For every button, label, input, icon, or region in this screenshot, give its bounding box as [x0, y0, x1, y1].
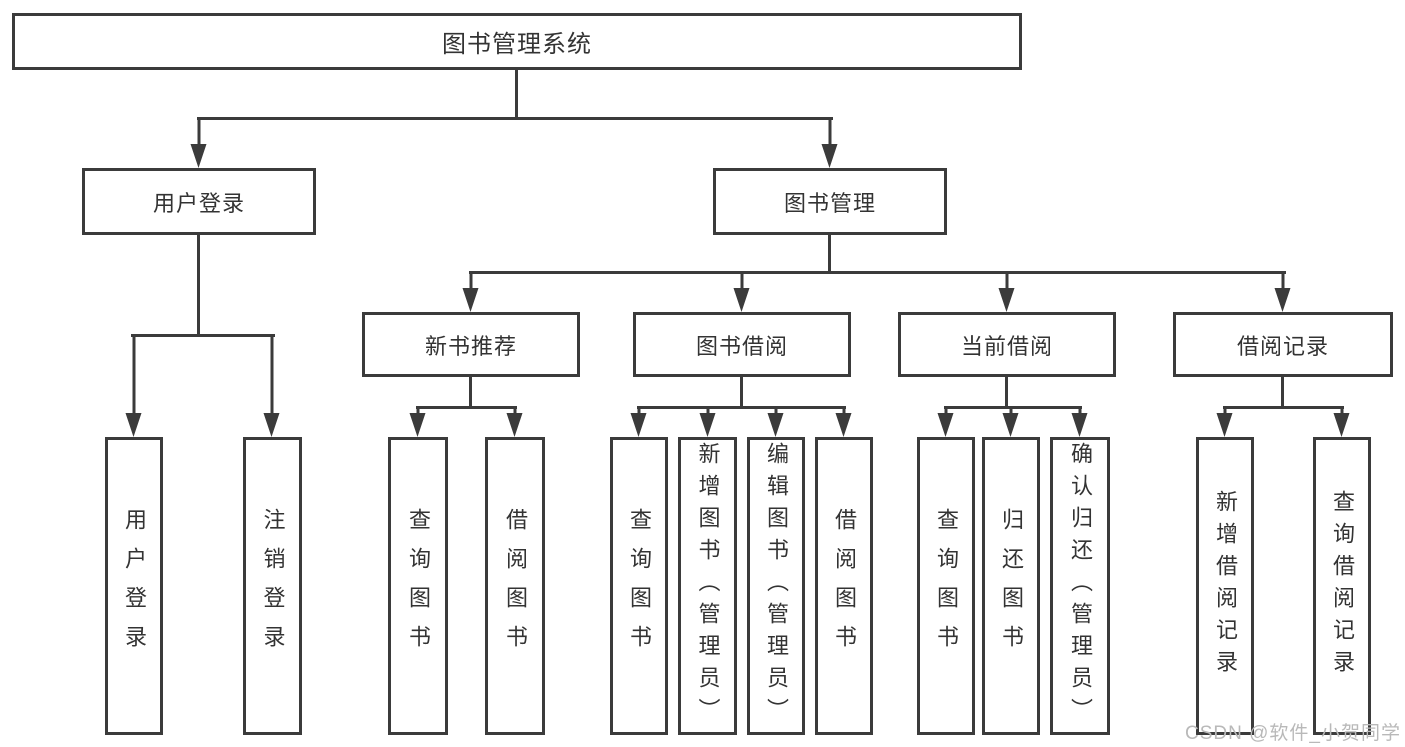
node-book-management: 图书管理 — [713, 168, 947, 235]
arrow-records-query-record — [1333, 407, 1351, 437]
arrow-current-query-books — [937, 407, 955, 437]
leaf-borrow-edit-books-admin: 编辑图书（管理员） — [747, 437, 805, 735]
arrow-borrow-edit-books — [767, 407, 785, 437]
node-book-borrow-label: 图书借阅 — [695, 333, 788, 359]
leaf-borrow-add-books-admin: 新增图书（管理员） — [678, 437, 737, 735]
leaf-current-query-books-label: 查询图书 — [934, 508, 959, 664]
leaf-logout: 注销登录 — [243, 437, 302, 735]
connector-borrow-stem — [740, 377, 743, 408]
node-library-management-system: 图书管理系统 — [12, 13, 1022, 70]
connector-root-branch — [197, 117, 833, 120]
leaf-current-return-books-label: 归还图书 — [999, 508, 1024, 664]
node-book-borrow: 图书借阅 — [633, 312, 851, 377]
leaf-current-return-books: 归还图书 — [982, 437, 1040, 735]
connector-records-branch — [1223, 406, 1344, 409]
arrow-to-leaf-user-login — [125, 336, 143, 437]
node-library-management-system-label: 图书管理系统 — [442, 31, 592, 58]
connector-current-branch — [944, 406, 1082, 409]
leaf-borrow-query-books: 查询图书 — [610, 437, 668, 735]
leaf-user-login: 用户登录 — [105, 437, 163, 735]
csdn-watermark: CSDN @软件_小贺同学 — [1185, 723, 1401, 744]
arrow-borrow-query-books — [630, 407, 648, 437]
node-new-book-recommend: 新书推荐 — [362, 312, 580, 377]
arrow-to-user-login — [190, 118, 208, 168]
leaf-current-confirm-return-admin: 确认归还（管理员） — [1050, 437, 1110, 735]
leaf-borrow-borrow-books: 借阅图书 — [815, 437, 873, 735]
connector-login-branch — [131, 334, 275, 337]
leaf-newrec-borrow-books: 借阅图书 — [485, 437, 545, 735]
leaf-records-add-record-label: 新增借阅记录 — [1213, 490, 1238, 682]
connector-borrow-branch — [637, 406, 846, 409]
connector-current-stem — [1005, 377, 1008, 408]
leaf-borrow-query-books-label: 查询图书 — [627, 508, 652, 664]
arrow-records-add-record — [1216, 407, 1234, 437]
connector-root-stem — [515, 70, 518, 118]
leaf-current-query-books: 查询图书 — [917, 437, 975, 735]
connector-newrec-stem — [469, 377, 472, 408]
node-borrow-records-label: 借阅记录 — [1236, 333, 1329, 359]
arrow-borrow-borrow-books — [835, 407, 853, 437]
leaf-records-query-record: 查询借阅记录 — [1313, 437, 1371, 735]
arrow-to-new-book-recommend — [462, 272, 480, 312]
connector-records-stem — [1281, 377, 1284, 408]
node-user-login-label: 用户登录 — [152, 190, 245, 216]
arrow-borrow-add-books — [699, 407, 717, 437]
node-user-login: 用户登录 — [82, 168, 316, 235]
leaf-records-query-record-label: 查询借阅记录 — [1330, 490, 1355, 682]
arrow-to-book-borrow — [733, 272, 751, 312]
node-current-borrow: 当前借阅 — [898, 312, 1116, 377]
node-borrow-records: 借阅记录 — [1173, 312, 1393, 377]
node-current-borrow-label: 当前借阅 — [960, 333, 1053, 359]
arrow-current-return-books — [1002, 407, 1020, 437]
leaf-logout-label: 注销登录 — [260, 508, 286, 664]
arrow-current-confirm-return — [1071, 407, 1089, 437]
leaf-newrec-query-books: 查询图书 — [388, 437, 448, 735]
connector-manage-branch — [469, 271, 1286, 274]
arrow-to-leaf-logout — [263, 336, 281, 437]
arrow-to-current-borrow — [998, 272, 1016, 312]
node-book-management-label: 图书管理 — [783, 190, 876, 216]
leaf-current-confirm-return-admin-label: 确认归还（管理员） — [1068, 442, 1093, 730]
leaf-borrow-add-books-admin-label: 新增图书（管理员） — [695, 442, 721, 730]
arrow-newrec-borrow-books — [506, 407, 524, 437]
leaf-records-add-record: 新增借阅记录 — [1196, 437, 1254, 735]
leaf-borrow-borrow-books-label: 借阅图书 — [832, 508, 857, 664]
leaf-newrec-borrow-books-label: 借阅图书 — [503, 508, 528, 664]
leaf-borrow-edit-books-admin-label: 编辑图书（管理员） — [764, 442, 789, 730]
leaf-user-login-label: 用户登录 — [122, 508, 147, 664]
connector-login-stem — [197, 235, 200, 336]
node-new-book-recommend-label: 新书推荐 — [424, 333, 517, 359]
connector-newrec-branch — [416, 406, 517, 409]
arrow-newrec-query-books — [409, 407, 427, 437]
arrow-to-book-management — [821, 118, 839, 168]
leaf-newrec-query-books-label: 查询图书 — [406, 508, 431, 664]
arrow-to-borrow-records — [1274, 272, 1292, 312]
connector-manage-stem — [828, 235, 831, 273]
